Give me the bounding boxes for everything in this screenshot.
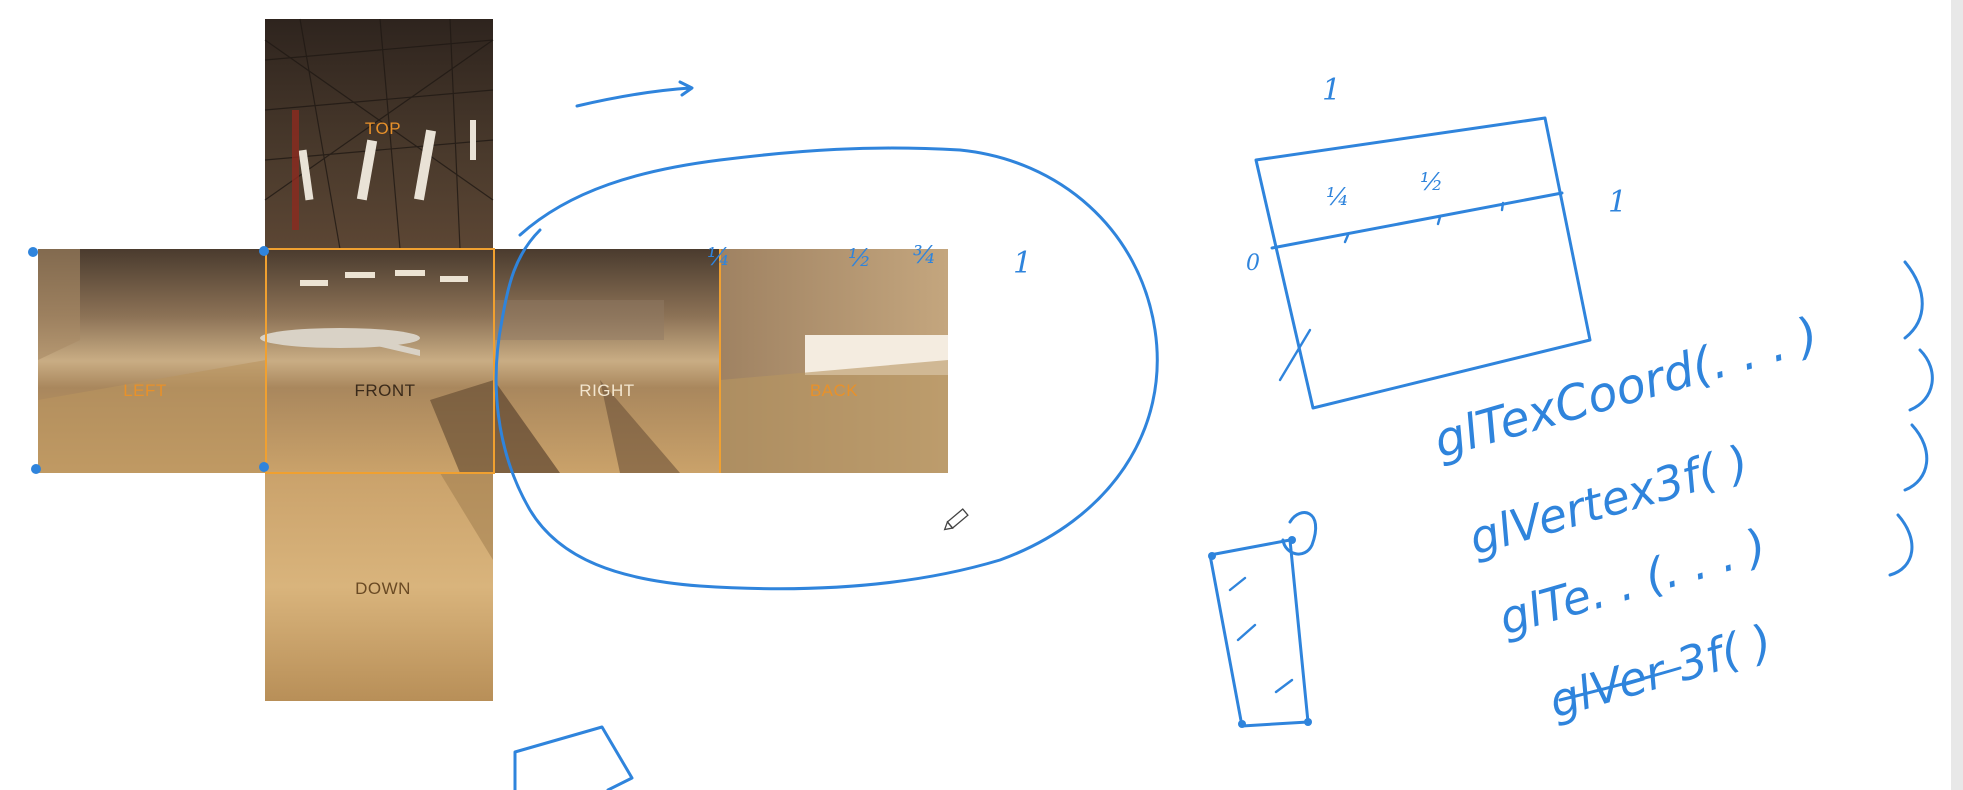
square-tick-half: ½: [1420, 168, 1443, 196]
cubemap-face-right: RIGHT: [494, 249, 720, 473]
code-line-4: glVer 3f( ): [1543, 614, 1778, 729]
cubemap-image: TOP LEFT FRONT RIGH: [28, 18, 948, 701]
face-label-top: TOP: [365, 119, 401, 138]
square-right-value: 1: [1608, 185, 1627, 220]
face-label-down: DOWN: [355, 579, 411, 598]
cubemap-face-front: FRONT: [260, 249, 494, 473]
tick-three-quarter: ¾: [913, 241, 936, 269]
texture-square-diagram: 1 1 0 ¼ ½: [1246, 73, 1627, 410]
selection-handles[interactable]: [28, 246, 269, 474]
cubemap-face-down: DOWN: [265, 473, 493, 701]
square-origin-value: 0: [1246, 251, 1260, 276]
cylinder-diagram: [1208, 511, 1318, 728]
face-label-back: BACK: [810, 381, 858, 400]
face-label-left: LEFT: [123, 381, 167, 400]
cubemap-face-top: TOP: [264, 18, 494, 250]
code-line-1: glTexCoord(. . . ): [1428, 306, 1825, 469]
arrow-stroke: [575, 80, 694, 108]
tick-half: ½: [848, 244, 871, 272]
right-paren-strokes: [1888, 260, 1934, 577]
square-tick-quarter: ¼: [1326, 183, 1349, 211]
face-label-front: FRONT: [354, 381, 415, 400]
bottom-sketch-stroke: [513, 725, 634, 790]
strike-through-stroke: [1558, 666, 1682, 702]
cubemap-face-back: BACK: [720, 249, 948, 473]
code-annotations: glTexCoord(. . . ) glVertex3f( ) glTe. .…: [1428, 306, 1825, 728]
square-top-value: 1: [1322, 73, 1341, 108]
tick-quarter: ¼: [707, 243, 730, 271]
face-label-right: RIGHT: [579, 381, 634, 400]
pencil-icon: [943, 508, 969, 531]
tick-one: 1: [1013, 246, 1032, 281]
cubemap-face-left: LEFT: [38, 249, 266, 473]
vertical-scrollbar[interactable]: [1951, 0, 1963, 790]
loop-stroke: [494, 146, 1159, 591]
cubemap-face-outlines: [265, 248, 721, 474]
